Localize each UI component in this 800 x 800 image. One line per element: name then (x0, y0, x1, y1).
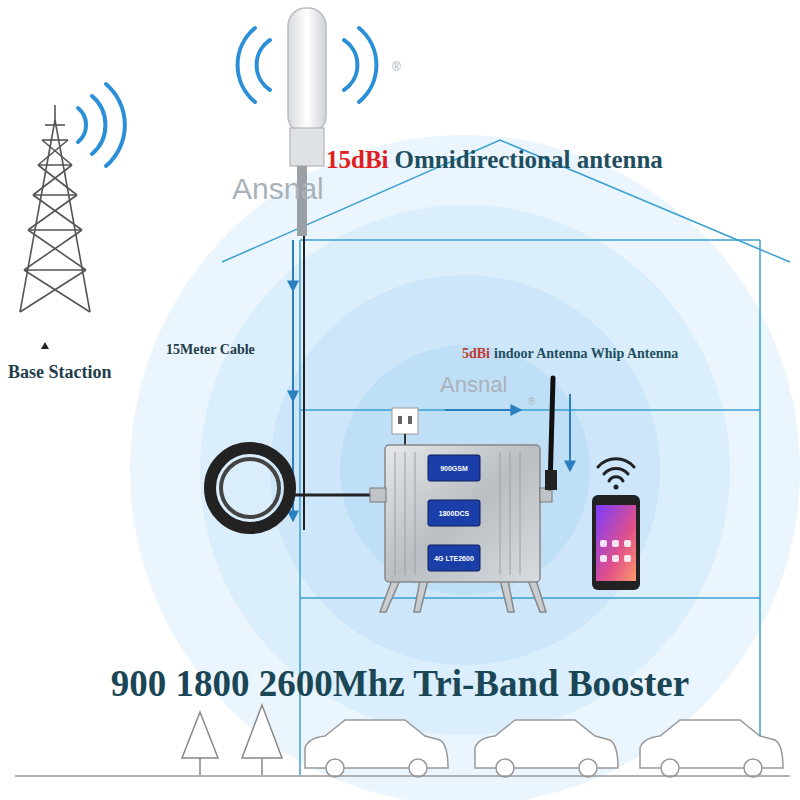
antenna-label: indoor Antenna Whip Antenna (494, 346, 678, 362)
gain-value: 15dBi (326, 146, 389, 174)
antenna-label: Omnidirectional antenna (395, 146, 663, 174)
watermark: Ansnal (232, 172, 324, 206)
gain-value: 5dBi (462, 346, 490, 362)
lcd-text: 4G LTE2600 (434, 555, 474, 562)
diagram-title: 900 1800 2600Mhz Tri-Band Booster (111, 662, 689, 705)
label-row: 15dBiOmnidirectional antenna (326, 146, 663, 174)
station-label: Base Staction (8, 362, 112, 383)
watermark: Ansnal (440, 372, 507, 398)
lcd-text: 1800DCS (439, 510, 469, 517)
label-row: 5dBiindoor Antenna Whip Antenna (462, 346, 678, 362)
cable-label: 15Meter Cable (166, 342, 255, 358)
watermark: ® (528, 396, 535, 407)
watermark: ® (392, 60, 401, 74)
lcd-text: 900GSM (440, 465, 468, 472)
